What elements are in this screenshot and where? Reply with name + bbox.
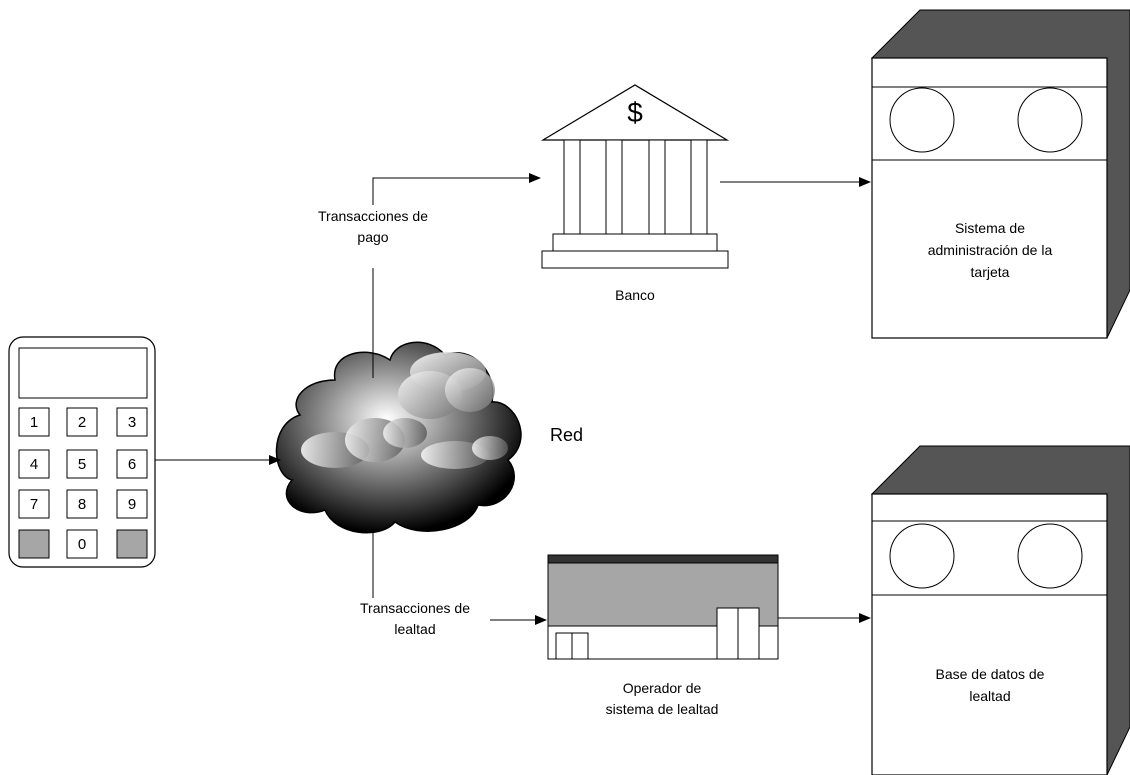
bank-label: Banco bbox=[615, 287, 655, 303]
keypad-key-label: 7 bbox=[30, 496, 38, 513]
keypad-function-key bbox=[116, 529, 148, 559]
bank-column bbox=[648, 139, 666, 235]
loyalty-db-label-line1: Base de datos de bbox=[936, 666, 1045, 682]
card-system-label-line3: tarjeta bbox=[971, 264, 1010, 280]
keypad-key bbox=[66, 489, 98, 519]
keypad-key-label: 4 bbox=[30, 456, 38, 473]
keypad-key bbox=[18, 449, 50, 479]
card-system-label-line2: administración de la bbox=[928, 242, 1053, 258]
loyalty-label-line1: Transacciones de bbox=[360, 600, 470, 616]
bank-building: $ Banco bbox=[540, 84, 730, 303]
terminal-keypad: 1 2 3 4 5 6 7 8 9 0 bbox=[18, 407, 148, 559]
keypad-key-label: 6 bbox=[128, 456, 136, 473]
keypad-key-label: 9 bbox=[128, 496, 136, 513]
disk-icon bbox=[889, 523, 955, 589]
network-label: Red bbox=[550, 425, 583, 445]
loyalty-operator-store: Operador de sistema de lealtad bbox=[547, 554, 779, 717]
dollar-icon: $ bbox=[627, 97, 643, 128]
bank-step-upper bbox=[552, 233, 718, 252]
terminal-display bbox=[18, 347, 148, 399]
keypad-key-label: 2 bbox=[78, 414, 86, 431]
keypad-key-label: 0 bbox=[78, 536, 86, 553]
card-management-server: Sistema de administración de la tarjeta bbox=[870, 9, 1130, 339]
bank-column bbox=[690, 139, 708, 235]
bank-roof bbox=[540, 84, 730, 141]
store-roof bbox=[547, 554, 779, 564]
disk-icon bbox=[1017, 87, 1083, 153]
keypad-key bbox=[116, 489, 148, 519]
operator-label-line1: Operador de bbox=[623, 680, 702, 696]
keypad-key-label: 5 bbox=[78, 456, 86, 473]
operator-label-line2: sistema de lealtad bbox=[606, 701, 719, 717]
payment-label-line1: Transacciones de bbox=[318, 208, 428, 224]
loyalty-database-server: Base de datos de lealtad bbox=[870, 445, 1130, 775]
payment-label-line2: pago bbox=[357, 229, 388, 245]
keypad-key bbox=[116, 449, 148, 479]
network-to-bank-arrow bbox=[372, 173, 541, 205]
payment-transactions-label: Transacciones de pago bbox=[318, 208, 428, 245]
keypad-key-label: 3 bbox=[128, 414, 136, 431]
disk-icon bbox=[1017, 523, 1083, 589]
card-system-label-line1: Sistema de bbox=[955, 220, 1025, 236]
keypad-key bbox=[116, 407, 148, 437]
loyalty-label-line2: lealtad bbox=[394, 621, 435, 637]
loyalty-transactions-label: Transacciones de lealtad bbox=[360, 600, 470, 637]
keypad-key bbox=[66, 529, 98, 559]
cloud-highlights bbox=[301, 352, 508, 469]
bank-step-lower bbox=[541, 250, 729, 269]
keypad-key bbox=[66, 407, 98, 437]
keypad-key bbox=[66, 449, 98, 479]
connectors bbox=[155, 173, 871, 625]
bank-column bbox=[563, 139, 581, 235]
keypad-key bbox=[18, 407, 50, 437]
payment-terminal: 1 2 3 4 5 6 7 8 9 0 bbox=[8, 336, 156, 568]
network-cloud: Red bbox=[275, 341, 583, 534]
disk-icon bbox=[889, 87, 955, 153]
keypad-key-label: 8 bbox=[78, 496, 86, 513]
bank-column bbox=[605, 139, 623, 235]
loyalty-db-label-line2: lealtad bbox=[969, 688, 1010, 704]
keypad-key bbox=[18, 489, 50, 519]
keypad-key-label: 1 bbox=[30, 414, 38, 431]
keypad-function-key bbox=[18, 529, 50, 559]
